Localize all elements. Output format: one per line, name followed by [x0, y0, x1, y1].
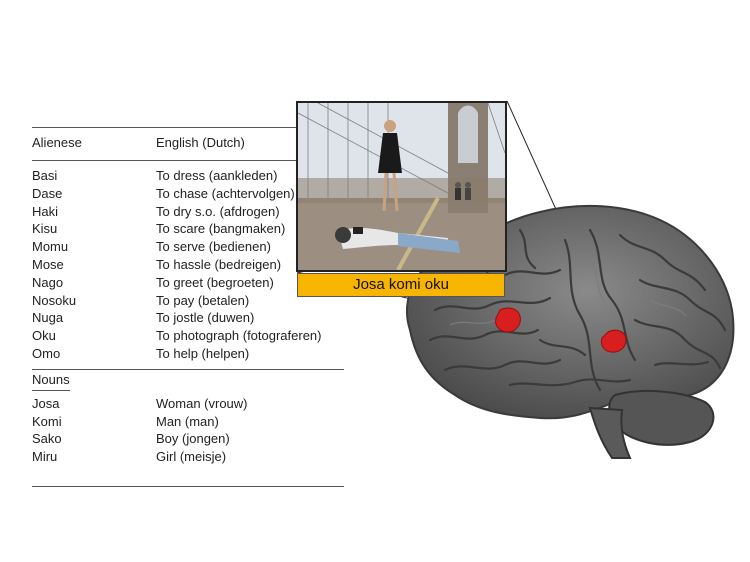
verb-list: Basi To dress (aankleden) Dase To chase (ac… [32, 167, 344, 363]
translation: To help (helpen) [156, 345, 250, 361]
verb-row: Basi To dress (aankleden) [32, 167, 344, 185]
alien-word: Momu [32, 239, 69, 255]
header-alienese: Alienese [32, 135, 82, 150]
verb-row: Nosoku To pay (betalen) [32, 292, 344, 310]
verb-row: Mose To hassle (bedreigen) [32, 256, 344, 274]
translation: To serve (bedienen) [156, 239, 271, 255]
verb-row: Kisu To scare (bangmaken) [32, 220, 344, 238]
verb-row: Omo To help (helpen) [32, 345, 344, 363]
alien-word: Omo [32, 345, 61, 361]
brainstem [588, 406, 632, 459]
alien-word: Basi [32, 168, 58, 183]
alien-word: Nago [32, 274, 64, 290]
alien-word: Nosoku [32, 292, 77, 308]
noun-row: Miru Girl (meisje) [32, 448, 344, 466]
alien-word: Oku [32, 328, 56, 344]
gyri-pattern [428, 228, 727, 392]
bridge-photo-scene [298, 103, 505, 270]
header-english-dutch: English (Dutch) [156, 135, 245, 150]
translation: To pay (betalen) [156, 292, 250, 308]
translation: Boy (jongen) [156, 431, 230, 447]
table-top-rule [32, 127, 344, 128]
noun-list: Josa Woman (vrouw) Komi Man (man) Sako Boy (j… [32, 395, 344, 466]
alien-word: Komi [32, 413, 62, 429]
verb-row: Haki To dry s.o. (afdrogen) [32, 203, 344, 221]
verb-row: Momu To serve (bedienen) [32, 238, 344, 256]
noun-row: Komi Man (man) [32, 413, 344, 431]
cerebellum [608, 389, 715, 446]
noun-row: Josa Woman (vrouw) [32, 395, 344, 413]
verb-row: Oku To photograph (fotograferen) [32, 327, 344, 345]
translation: To photograph (fotograferen) [156, 328, 322, 344]
alien-word: Kisu [32, 221, 58, 237]
translation: To jostle (duwen) [156, 310, 255, 326]
stimulus-photo [296, 101, 507, 272]
alien-word: Haki [32, 203, 59, 219]
activation-region-anterior [495, 307, 521, 333]
stimulus-sentence-box: Josa komi oku [297, 273, 505, 297]
alien-word: Josa [32, 395, 60, 411]
alien-word: Nuga [32, 310, 64, 326]
verb-row: Dase To chase (achtervolgen) [32, 185, 344, 203]
translation: Man (man) [156, 413, 219, 429]
table-header: Alienese English (Dutch) [32, 132, 344, 154]
header-rule [32, 160, 344, 161]
translation: To greet (begroeten) [156, 274, 274, 290]
translation: To dry s.o. (afdrogen) [156, 203, 280, 219]
translation: To chase (achtervolgen) [156, 185, 295, 201]
translation: To dress (aankleden) [156, 168, 278, 183]
vocabulary-table: Alienese English (Dutch) Basi To dress (a… [32, 127, 344, 487]
translation: Girl (meisje) [156, 449, 227, 465]
alien-word: Dase [32, 185, 63, 201]
stimulus-sentence: Josa komi oku [353, 276, 449, 293]
table-bottom-rule [32, 485, 344, 487]
verb-row: Nuga To jostle (duwen) [32, 309, 344, 327]
noun-row: Sako Boy (jongen) [32, 430, 344, 448]
alien-word: Sako [32, 431, 62, 447]
activation-region-posterior [600, 329, 627, 353]
translation: Woman (vrouw) [156, 395, 248, 411]
verbs-divider [32, 368, 344, 370]
translation: To scare (bangmaken) [156, 221, 286, 237]
alien-word: Miru [32, 449, 58, 465]
verb-row: Nago To greet (begroeten) [32, 274, 344, 292]
nouns-section-label: Nouns [32, 370, 70, 391]
alien-word: Mose [32, 256, 64, 272]
translation: To hassle (bedreigen) [156, 256, 282, 272]
